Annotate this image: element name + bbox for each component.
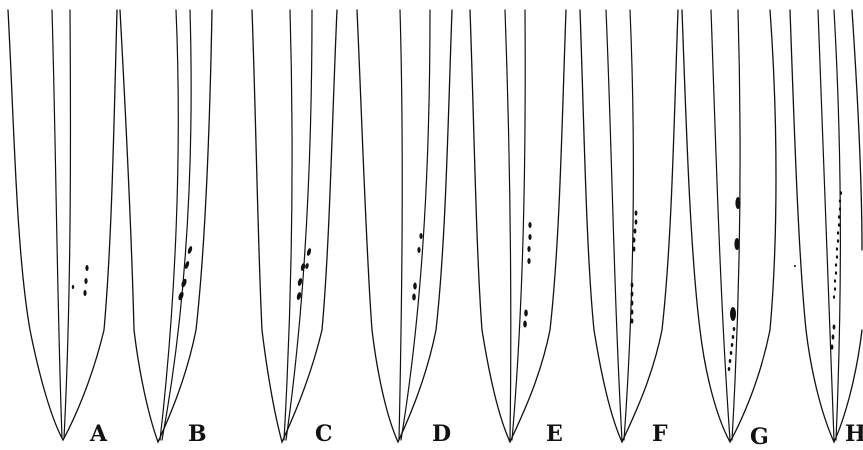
central-cylinder-right bbox=[732, 10, 740, 440]
panel-label-e: E bbox=[546, 421, 563, 447]
panel-b: B bbox=[120, 10, 212, 447]
panel-label-a: A bbox=[89, 421, 108, 447]
root-outline bbox=[357, 10, 452, 442]
central-cylinder-left bbox=[399, 10, 402, 440]
central-cylinder-left bbox=[284, 10, 292, 440]
central-cylinder-right bbox=[401, 10, 430, 440]
central-cylinder-left bbox=[711, 10, 730, 440]
panel-e: E bbox=[470, 10, 566, 447]
central-cylinder-left bbox=[52, 10, 62, 438]
central-cylinder-right bbox=[64, 10, 70, 438]
central-cylinder-left bbox=[160, 10, 178, 440]
root-outline bbox=[8, 10, 117, 440]
root-outline-right bbox=[852, 10, 862, 250]
panel-h: H bbox=[790, 10, 863, 447]
central-cylinder-right bbox=[624, 10, 633, 440]
panel-label-b: B bbox=[188, 421, 207, 447]
panel-f: F bbox=[580, 10, 678, 447]
panel-label-f: F bbox=[652, 421, 668, 447]
panel-label-g: G bbox=[750, 424, 769, 450]
panel-label-d: D bbox=[432, 421, 451, 447]
panel-label-c: C bbox=[315, 421, 333, 447]
cell-marks bbox=[523, 222, 531, 328]
panel-g: G bbox=[682, 10, 776, 450]
central-cylinder-right bbox=[512, 10, 525, 440]
panel-c: C bbox=[252, 10, 337, 447]
panel-label-h: H bbox=[845, 421, 863, 447]
central-cylinder-left bbox=[606, 10, 622, 440]
central-cylinder-left bbox=[505, 10, 511, 440]
root-outline bbox=[580, 10, 678, 442]
panel-d: D bbox=[357, 10, 452, 447]
root-outline bbox=[470, 10, 566, 442]
central-cylinder-left bbox=[818, 10, 834, 440]
root-outline bbox=[682, 10, 776, 442]
cell-marks bbox=[72, 265, 89, 296]
panel-a: A bbox=[8, 10, 117, 447]
